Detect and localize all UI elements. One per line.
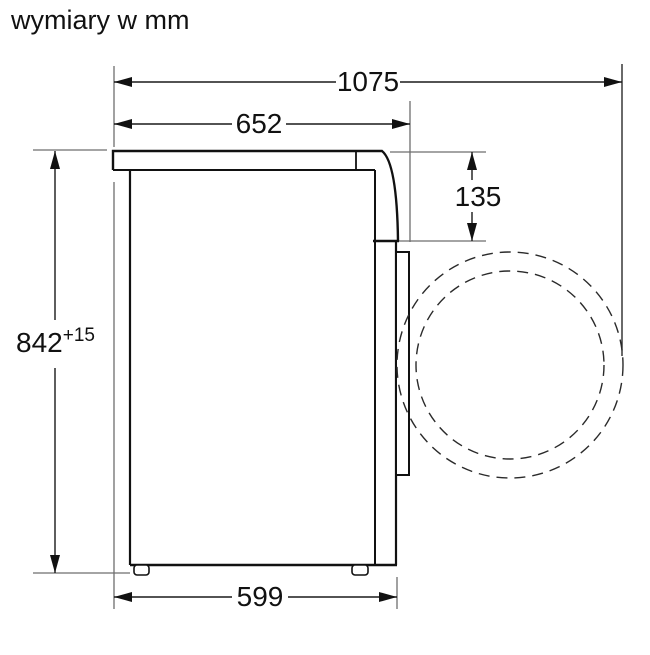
- arrow-left-icon: [114, 119, 132, 129]
- dim-value-599: 599: [237, 581, 284, 612]
- extension-lines: [33, 66, 486, 609]
- dim-value-842-tolerance: +15: [63, 325, 95, 346]
- dimension-height: 842+15: [16, 151, 95, 573]
- arrow-down-icon: [50, 555, 60, 573]
- door-swing-circles: [396, 251, 624, 479]
- machine-outline: [111, 149, 410, 576]
- machine-foot-front: [351, 564, 369, 576]
- arrow-right-icon: [379, 592, 397, 602]
- dim-value-1075: 1075: [337, 66, 399, 97]
- door-swing-outer-circle: [396, 251, 624, 479]
- arrow-up-icon: [467, 152, 477, 170]
- dim-value-652: 652: [236, 108, 283, 139]
- door-swing-inner-circle: [415, 270, 605, 460]
- dimension-cabinet-depth: 599: [114, 581, 397, 612]
- machine-worktop-top: [111, 149, 400, 242]
- arrow-left-icon: [114, 592, 132, 602]
- diagram-title: wymiary w mm: [10, 5, 189, 35]
- dimension-front-panel-height: 135: [455, 152, 502, 241]
- dim-value-135: 135: [455, 181, 502, 212]
- dimension-depth-with-door: 652: [114, 108, 410, 139]
- machine-door: [395, 251, 410, 476]
- dimension-depth-total: 1075: [114, 66, 622, 97]
- arrow-left-icon: [114, 77, 132, 87]
- dim-value-842-main: 842: [16, 327, 63, 358]
- arrow-up-icon: [50, 151, 60, 169]
- machine-foot-rear: [133, 564, 150, 576]
- arrow-down-icon: [467, 223, 477, 241]
- dim-value-842: 842+15: [16, 325, 95, 358]
- arrow-right-icon: [604, 77, 622, 87]
- arrow-right-icon: [392, 119, 410, 129]
